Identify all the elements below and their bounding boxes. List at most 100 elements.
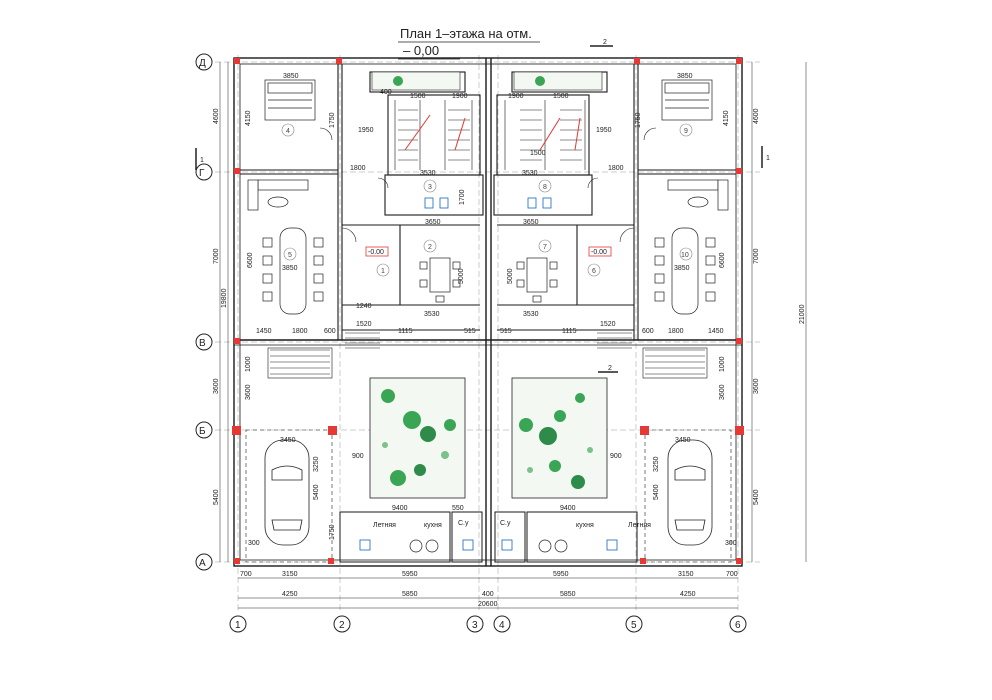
- room-8: 8: [543, 184, 547, 191]
- svg-text:400: 400: [380, 89, 392, 96]
- svg-text:1800: 1800: [608, 165, 624, 172]
- svg-text:1500: 1500: [553, 93, 569, 100]
- kitchen-table-left-icon: [419, 257, 461, 303]
- stair-arrows: [404, 114, 581, 151]
- section-mark-left: 1: [195, 148, 204, 170]
- svg-text:3600: 3600: [213, 378, 220, 394]
- room-4: 4: [286, 128, 290, 135]
- svg-text:5950: 5950: [553, 571, 569, 578]
- svg-text:2: 2: [608, 365, 612, 372]
- svg-text:1520: 1520: [600, 321, 616, 328]
- svg-text:3600: 3600: [245, 384, 252, 400]
- dims-inner: 3850 4150 1950 1750 1800 3530 1700 3650 …: [245, 73, 642, 547]
- room-numbers: 1 2 3 4 5 6 7 8 9 10: [281, 123, 693, 277]
- partitions-left: [240, 64, 484, 340]
- wc-left-label: С.у: [458, 520, 469, 527]
- car-left-icon: [264, 439, 310, 546]
- garden-right: [511, 377, 608, 499]
- planters-top: [371, 71, 603, 91]
- section-mark-right: 1: [761, 146, 770, 168]
- svg-text:300: 300: [248, 540, 260, 547]
- svg-text:1000: 1000: [245, 356, 252, 372]
- svg-text:1500: 1500: [410, 93, 426, 100]
- svg-text:5850: 5850: [560, 591, 576, 598]
- svg-text:3530: 3530: [420, 170, 436, 177]
- bed-right-icon: [661, 79, 713, 121]
- svg-text:5000: 5000: [507, 268, 514, 284]
- svg-text:3600: 3600: [753, 378, 760, 394]
- svg-text:7000: 7000: [753, 248, 760, 264]
- dims-left: 4600 7000 3600 5400 19800: [213, 108, 228, 505]
- axis-row-a: А: [199, 558, 206, 569]
- svg-text:5400: 5400: [213, 489, 220, 505]
- svg-text:1500: 1500: [530, 150, 546, 157]
- svg-text:1750: 1750: [329, 524, 336, 540]
- svg-text:3450: 3450: [280, 437, 296, 444]
- stairs: [267, 100, 708, 379]
- axis-col-6: 6: [735, 620, 741, 631]
- svg-text:1800: 1800: [350, 165, 366, 172]
- svg-text:1750: 1750: [635, 112, 642, 128]
- svg-text:4250: 4250: [680, 591, 696, 598]
- svg-text:1000: 1000: [719, 356, 726, 372]
- room-1: 1: [381, 268, 385, 275]
- svg-text:4250: 4250: [282, 591, 298, 598]
- svg-text:-0.00: -0.00: [591, 249, 607, 256]
- svg-text:1450: 1450: [708, 328, 724, 335]
- axis-col-2: 2: [339, 620, 345, 631]
- room-9: 9: [684, 128, 688, 135]
- svg-text:5400: 5400: [653, 484, 660, 500]
- svg-text:1: 1: [766, 155, 770, 162]
- svg-text:-0.00: -0.00: [368, 249, 384, 256]
- svg-text:5400: 5400: [313, 484, 320, 500]
- bath-fixtures: [359, 197, 618, 551]
- section-mark-courtyard: 2: [598, 365, 618, 373]
- svg-text:21000: 21000: [799, 304, 806, 324]
- dims-bottom-row2: 4250 5850 400 5850 4250: [282, 591, 696, 598]
- axis-col-1: 1: [235, 620, 241, 631]
- svg-text:5850: 5850: [402, 591, 418, 598]
- dim-bottom-total: 20600: [478, 601, 498, 608]
- axis-row-b: Б: [199, 426, 206, 437]
- svg-text:3150: 3150: [282, 571, 298, 578]
- svg-text:6600: 6600: [719, 252, 726, 268]
- svg-text:3530: 3530: [424, 311, 440, 318]
- summer-kitchen-right-label: Летняя: [628, 522, 651, 529]
- svg-text:9400: 9400: [392, 505, 408, 512]
- svg-text:1800: 1800: [292, 328, 308, 335]
- kitchen-right-label: кухня: [576, 522, 594, 529]
- bed-left-icon: [264, 79, 316, 121]
- svg-text:1240: 1240: [356, 303, 372, 310]
- svg-text:4150: 4150: [723, 110, 730, 126]
- sofa-left-icon: [247, 179, 309, 211]
- svg-text:3450: 3450: [675, 437, 691, 444]
- svg-text:5400: 5400: [753, 489, 760, 505]
- row-axis-bubbles: Д Г В Б А: [195, 53, 213, 571]
- svg-text:1950: 1950: [596, 127, 612, 134]
- summer-kitchens: [339, 511, 638, 563]
- room-3: 3: [428, 184, 432, 191]
- svg-text:3850: 3850: [674, 265, 690, 272]
- garage-outlines: [245, 429, 732, 563]
- svg-text:1115: 1115: [562, 328, 577, 335]
- svg-text:3530: 3530: [522, 170, 538, 177]
- axis-row-d: Д: [199, 58, 206, 69]
- svg-text:7000: 7000: [213, 248, 220, 264]
- svg-text:19800: 19800: [221, 288, 228, 308]
- axis-row-v: В: [199, 338, 206, 349]
- svg-text:3530: 3530: [523, 311, 539, 318]
- svg-text:600: 600: [324, 328, 336, 335]
- sofa-right-icon: [667, 179, 729, 211]
- car-right-icon: [667, 439, 713, 546]
- svg-text:1450: 1450: [256, 328, 272, 335]
- room-6: 6: [592, 268, 596, 275]
- svg-text:4600: 4600: [753, 108, 760, 124]
- outer-walls: [233, 57, 743, 567]
- svg-text:550: 550: [452, 505, 464, 512]
- kitchen-left-label: кухня: [424, 522, 442, 529]
- svg-text:1750: 1750: [329, 112, 336, 128]
- stove-icons: [409, 539, 568, 553]
- columns: [232, 58, 744, 564]
- svg-text:1115: 1115: [398, 328, 413, 335]
- svg-text:9400: 9400: [560, 505, 576, 512]
